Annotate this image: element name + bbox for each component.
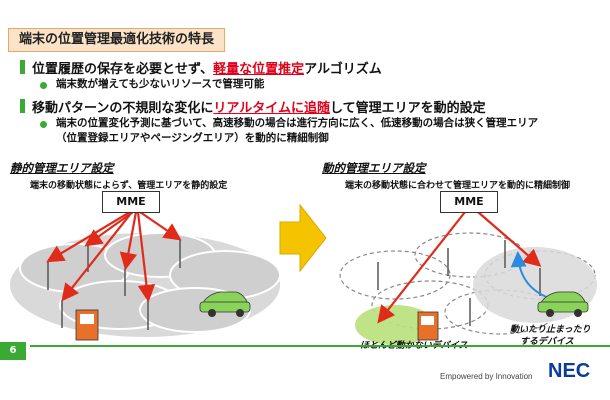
point-2-text-after: して管理エリアを動的設定 [329,101,486,116]
point-2-sub-1: 端末の位置変化予測に基づいて、高速移動の場合は進行方向に広く、低速移動の場合は狭… [56,117,539,129]
point-2-sub-2: （位置登録エリアやページングエリア）を動的に精細制御 [56,132,329,144]
transition-arrow-icon [279,203,327,273]
nec-logo: NEC [548,360,591,382]
sub-bullet-1 [40,82,47,89]
point-2-highlight: リアルタイムに追随 [213,101,330,116]
static-cells [10,232,281,337]
sub-bullet-2 [40,121,47,128]
point-2-text-before: 移動パターンの不規則な変化に [32,101,214,116]
bullet-bar-1 [20,60,25,74]
label-moving-device-2: するデバイス [520,337,574,347]
footer-line [30,345,610,347]
vending-machine-icon-2 [417,311,439,341]
point-2: 移動パターンの不規則な変化にリアルタイムに追随して管理エリアを動的設定 [32,97,486,116]
static-signal-arrows [46,211,182,303]
dynamic-panel-caption: 端末の移動状態に合わせて管理エリアを動的に精細制御 [345,181,571,191]
static-panel-caption: 端末の移動状態によらず、管理エリアを静的設定 [30,181,228,191]
mme-box-static: MME [102,191,160,213]
car-icon-2 [537,291,589,317]
tagline: Empowered by Innovation [440,372,533,381]
car-icon [199,291,251,317]
point-1-sub-1: 端末数が増えても少ないリソースで管理可能 [56,78,265,90]
point-1: 位置履歴の保存を必要とせず、軽量な位置推定アルゴリズム [32,58,382,77]
slide-title: 端末の位置管理最適化技術の特長 [8,28,226,52]
point-1-text-after: アルゴリズム [304,62,382,77]
label-moving-device-1: 動いたり止まったり [510,325,591,335]
mme-box-dynamic: MME [440,191,498,213]
dynamic-panel-heading: 動的管理エリア設定 [322,161,426,175]
point-1-text-before: 位置履歴の保存を必要とせず、 [32,62,214,77]
dynamic-signal-arrows [377,211,542,324]
vending-machine-icon [75,309,99,341]
dynamic-towers [377,240,541,326]
static-panel-heading: 静的管理エリア設定 [10,161,114,175]
page-number: 6 [0,342,26,360]
stationary-device-area [355,305,435,345]
bullet-bar-2 [20,99,25,113]
point-1-highlight: 軽量な位置推定 [213,62,305,77]
